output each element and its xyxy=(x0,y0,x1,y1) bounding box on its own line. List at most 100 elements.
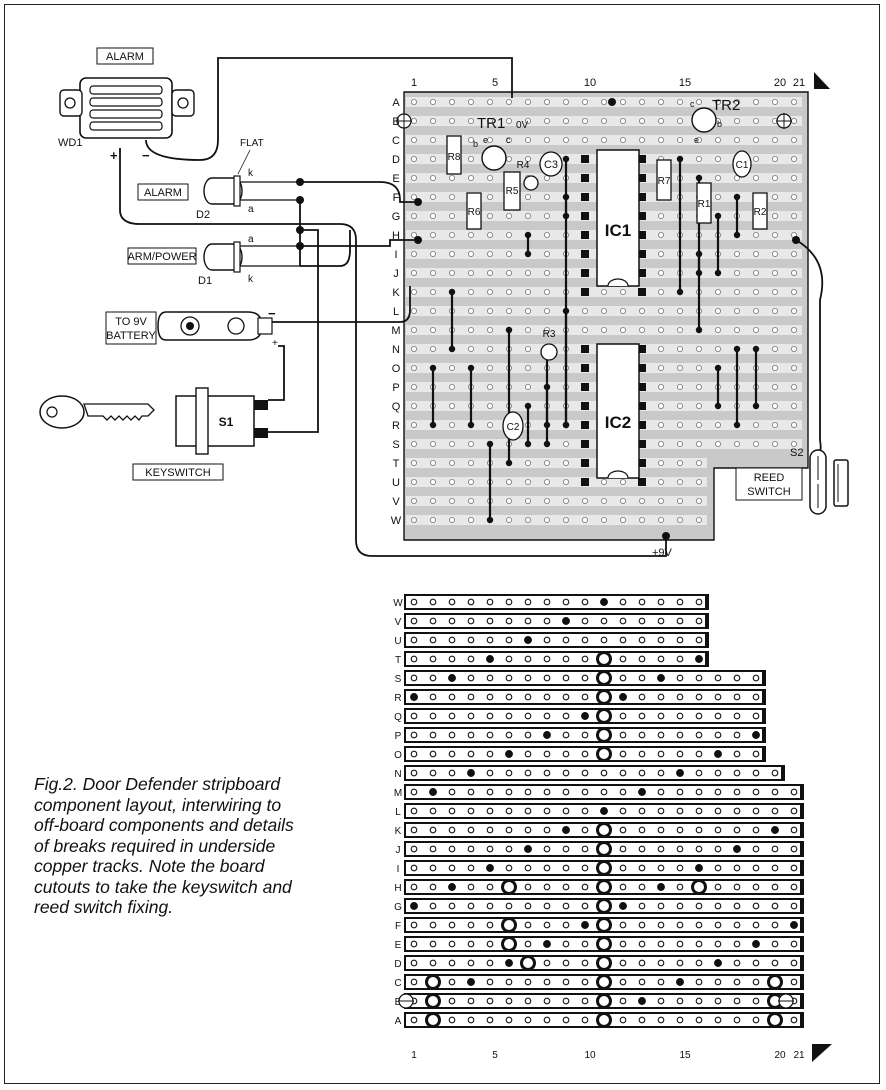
track-hole xyxy=(676,788,684,796)
ic1-pin xyxy=(581,212,589,220)
track-hole xyxy=(410,788,418,796)
top-hole xyxy=(791,364,798,371)
top-hole xyxy=(563,517,570,524)
top-hole xyxy=(772,155,779,162)
ic1-pin xyxy=(638,269,646,277)
top-hole xyxy=(467,459,474,466)
track-hole xyxy=(467,655,475,663)
c2-label: C2 xyxy=(507,422,520,433)
track-hole xyxy=(752,997,760,1005)
top-hole xyxy=(486,118,493,125)
top-hole xyxy=(467,478,474,485)
ic2-pin xyxy=(581,459,589,467)
track-hole xyxy=(676,845,684,853)
top-hole xyxy=(677,326,684,333)
track-hole xyxy=(657,845,665,853)
bottom-row-label: K xyxy=(395,826,402,837)
track-hole xyxy=(695,598,703,606)
top-hole xyxy=(715,307,722,314)
bottom-row-label: A xyxy=(395,1016,402,1027)
track-hole xyxy=(790,807,798,815)
track-hole xyxy=(657,921,665,929)
top-hole xyxy=(658,364,665,371)
track-hole xyxy=(562,902,570,910)
track-hole xyxy=(448,636,456,644)
top-hole xyxy=(772,307,779,314)
c3-label: C3 xyxy=(544,159,558,171)
track-hole xyxy=(581,693,589,701)
top-hole xyxy=(696,136,703,143)
top-hole xyxy=(658,231,665,238)
c2-body xyxy=(502,411,524,441)
track-hole xyxy=(524,902,532,910)
top-hole xyxy=(734,250,741,257)
track-hole xyxy=(429,807,437,815)
track-hole xyxy=(486,693,494,701)
battery-box: TO 9V BATTERY xyxy=(105,311,157,345)
track-hole xyxy=(562,864,570,872)
track-hole xyxy=(486,788,494,796)
track-hole xyxy=(619,959,627,967)
track-hole xyxy=(467,769,475,777)
s1-label: S1 xyxy=(219,415,234,429)
top-hole xyxy=(772,345,779,352)
top-hole xyxy=(715,193,722,200)
track-break xyxy=(596,1012,612,1028)
top-hole xyxy=(791,193,798,200)
track-hole xyxy=(467,978,475,986)
top-hole xyxy=(563,99,570,106)
ic2-label: IC2 xyxy=(605,413,631,432)
top-hole xyxy=(620,118,627,125)
r3-body xyxy=(540,343,558,361)
track-hole xyxy=(486,845,494,853)
top-row-label: F xyxy=(393,192,400,204)
track-break xyxy=(596,974,612,990)
track-hole xyxy=(695,997,703,1005)
top-hole xyxy=(467,250,474,257)
track-hole xyxy=(752,826,760,834)
track-hole xyxy=(581,959,589,967)
track-hole xyxy=(714,1016,722,1024)
track-hole xyxy=(790,864,798,872)
track-break xyxy=(425,993,441,1009)
top-row-label: L xyxy=(393,306,399,318)
wire-joint xyxy=(792,236,800,244)
top-hole xyxy=(658,459,665,466)
bottom-row-label: S xyxy=(395,674,402,685)
top-hole xyxy=(753,326,760,333)
track-hole xyxy=(676,959,684,967)
top-row-label: K xyxy=(392,287,400,299)
top-hole xyxy=(505,517,512,524)
track-hole xyxy=(410,655,418,663)
track-hole xyxy=(505,978,513,986)
track-hole xyxy=(486,997,494,1005)
track-hole xyxy=(733,807,741,815)
top-hole xyxy=(429,345,436,352)
track-hole xyxy=(505,845,513,853)
top-hole xyxy=(772,212,779,219)
track-hole xyxy=(657,883,665,891)
top-hole xyxy=(448,269,455,276)
top-hole xyxy=(620,478,627,485)
track-hole xyxy=(752,1016,760,1024)
top-hole xyxy=(525,269,532,276)
bottom-row-label: E xyxy=(395,940,402,951)
track-hole xyxy=(790,845,798,853)
track-hole xyxy=(410,731,418,739)
track-hole xyxy=(486,940,494,948)
top-hole xyxy=(410,136,417,143)
track-hole xyxy=(524,788,532,796)
top-hole xyxy=(448,231,455,238)
top-hole xyxy=(410,421,417,428)
top-hole xyxy=(620,136,627,143)
top-hole xyxy=(715,136,722,143)
track-hole xyxy=(505,769,513,777)
top-hole xyxy=(448,99,455,106)
track-hole xyxy=(657,978,665,986)
track-hole xyxy=(657,826,665,834)
top-hole xyxy=(582,136,589,143)
capacitors: C3 C1 C2 xyxy=(502,150,752,441)
top-hole xyxy=(753,288,760,295)
top-hole xyxy=(486,307,493,314)
r2-label: R2 xyxy=(754,207,767,218)
